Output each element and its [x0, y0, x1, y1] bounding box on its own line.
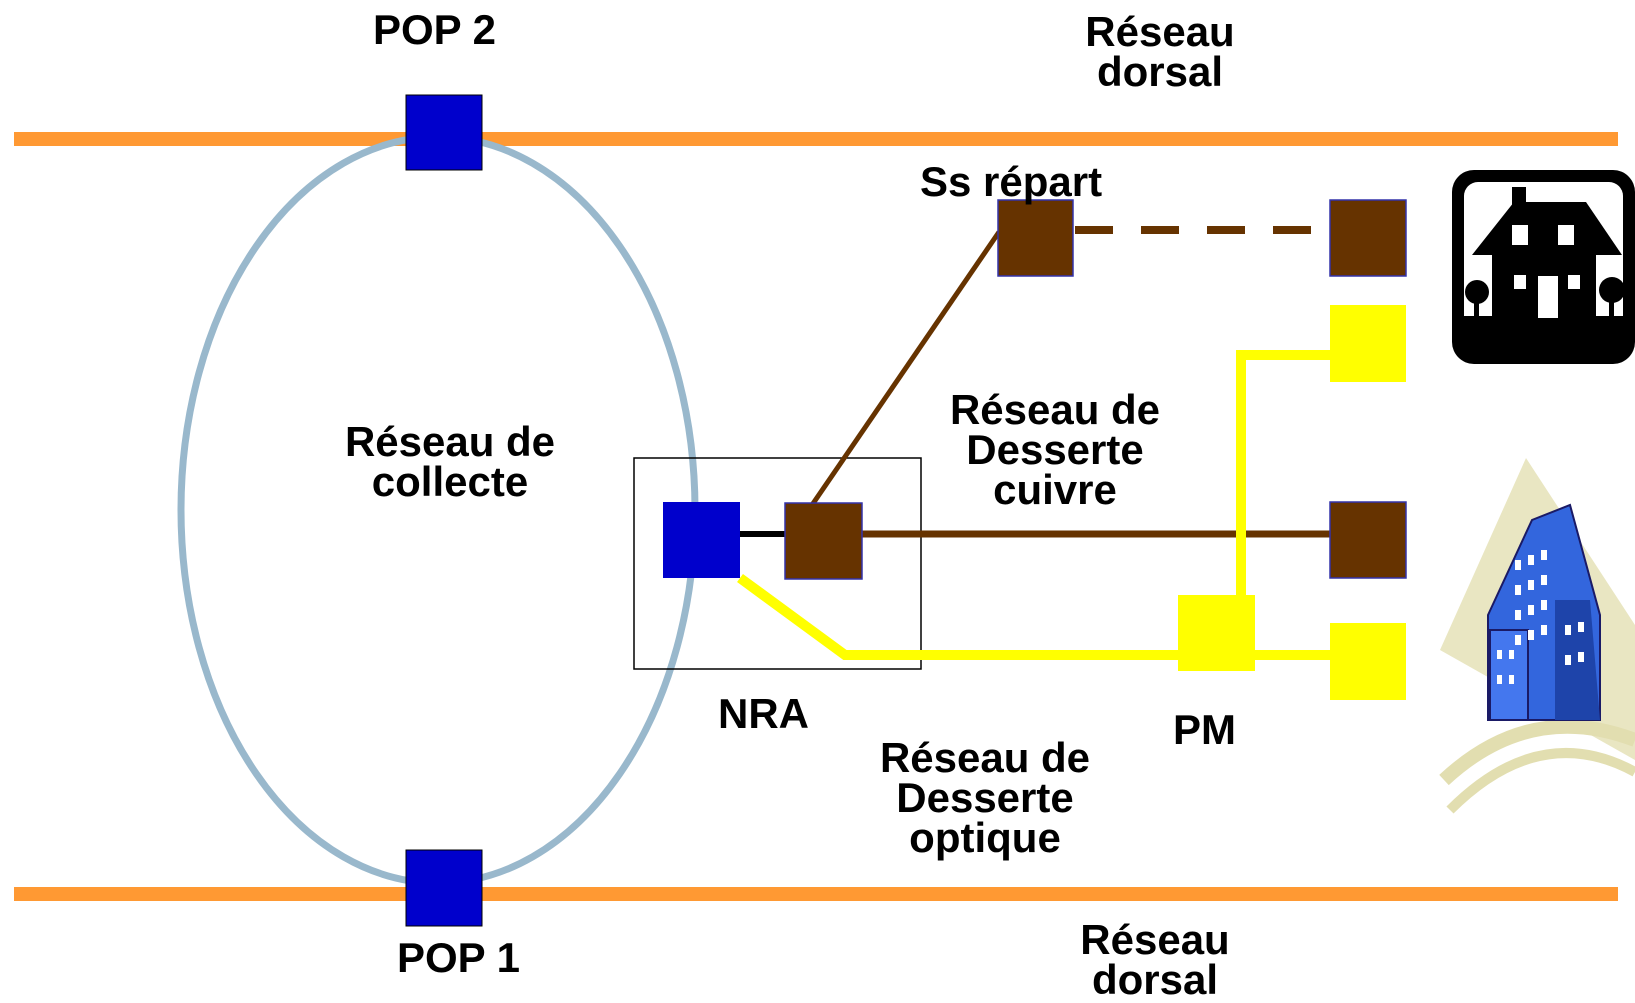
- pm-node: [1178, 595, 1255, 671]
- building-copper-node: [1329, 501, 1407, 579]
- house-fiber-node: [1330, 305, 1406, 382]
- house-copper-node: [1329, 199, 1407, 277]
- optical-desserte-label: Réseau de Desserte optique: [879, 734, 1091, 861]
- fiber-to-house: [1236, 350, 1330, 595]
- copper-desserte-label: Réseau de Desserte cuivre: [949, 386, 1161, 513]
- collection-network-label: Réseau de collecte: [344, 418, 556, 505]
- building-fiber-node: [1330, 623, 1406, 700]
- fiber-feeder-line: [737, 573, 1180, 660]
- nra-label: NRA: [718, 690, 809, 737]
- subdistributor-node: [997, 199, 1074, 277]
- nra-optical-node: [663, 502, 740, 578]
- pm-label: PM: [1173, 706, 1236, 753]
- pop1-node: [405, 849, 483, 927]
- nra-copper-node: [784, 502, 863, 580]
- nra-frame: [633, 457, 922, 670]
- backbone-bottom-label: Réseau dorsal: [1080, 916, 1230, 1003]
- subdistributor-label: Ss répart: [920, 158, 1103, 205]
- backbone-top-label: Réseau dorsal: [1085, 8, 1235, 95]
- collection-ring: [177, 133, 699, 887]
- copper-link-to-subdistributor: [809, 230, 1002, 507]
- pop1-label: POP 1: [397, 934, 520, 981]
- pop2-label: POP 2: [373, 6, 496, 53]
- pop2-node: [405, 94, 483, 171]
- house-icon: [1452, 170, 1635, 364]
- office-building-icon: [1439, 458, 1635, 814]
